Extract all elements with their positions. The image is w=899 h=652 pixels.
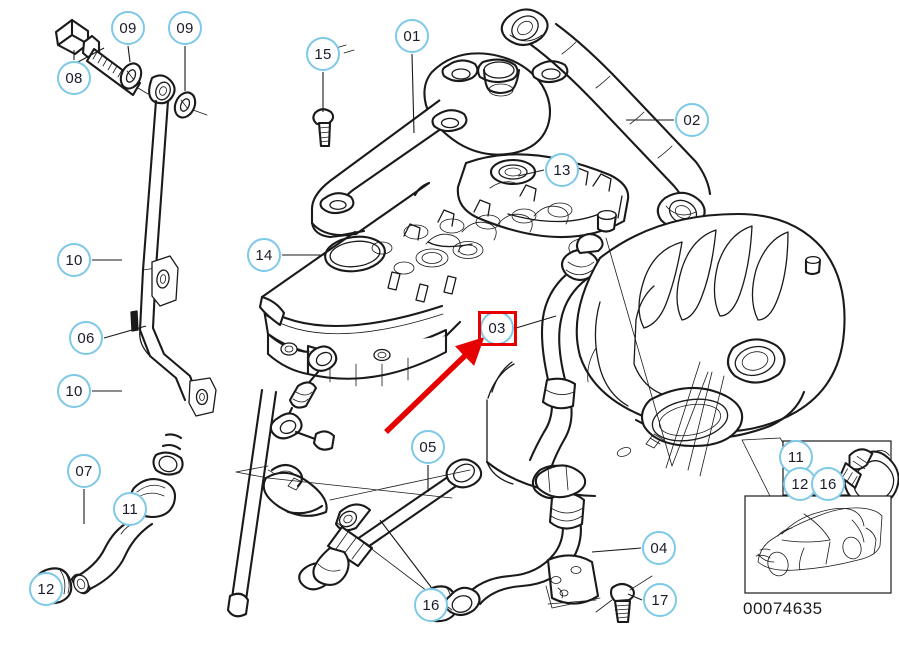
art-leader-lines bbox=[73, 45, 674, 601]
callout-01[interactable]: 01 bbox=[395, 19, 429, 53]
callout-07[interactable]: 07 bbox=[67, 454, 101, 488]
callout-15[interactable]: 15 bbox=[306, 37, 340, 71]
callout-14[interactable]: 14 bbox=[247, 238, 281, 272]
callout-16-b[interactable]: 16 bbox=[811, 467, 845, 501]
art-oring-14 bbox=[324, 235, 386, 273]
art-bolt-17 bbox=[595, 575, 653, 624]
part-number-label: 00074635 bbox=[743, 599, 823, 618]
art-breather-hose-02 bbox=[500, 8, 712, 231]
art-vent-pipe-06 bbox=[130, 74, 217, 476]
art-inset-vehicle-box bbox=[744, 495, 892, 594]
callout-05[interactable]: 05 bbox=[411, 430, 445, 464]
art-bolt-15 bbox=[312, 44, 355, 148]
callout-09-b[interactable]: 09 bbox=[168, 11, 202, 45]
callout-12-a[interactable]: 12 bbox=[29, 572, 63, 606]
callout-09-a[interactable]: 09 bbox=[111, 11, 145, 45]
art-dipstick-tube bbox=[226, 345, 338, 618]
callout-03-highlighted[interactable]: 03 bbox=[480, 311, 514, 345]
callout-11-a[interactable]: 11 bbox=[113, 492, 147, 526]
callout-16-a[interactable]: 16 bbox=[414, 588, 448, 622]
highlight-arrow bbox=[384, 337, 485, 434]
callout-04[interactable]: 04 bbox=[642, 531, 676, 565]
callout-13[interactable]: 13 bbox=[545, 153, 579, 187]
art-washer-09b bbox=[173, 91, 208, 119]
callout-08[interactable]: 08 bbox=[57, 61, 91, 95]
callout-17[interactable]: 17 bbox=[643, 583, 677, 617]
art-valve-cover-01 bbox=[258, 52, 569, 387]
callout-10-a[interactable]: 10 bbox=[57, 243, 91, 277]
art-intake-manifold bbox=[485, 209, 846, 498]
art-washer-09a bbox=[119, 62, 143, 90]
highlight-box-03 bbox=[478, 311, 517, 346]
callout-06[interactable]: 06 bbox=[69, 321, 103, 355]
callout-02[interactable]: 02 bbox=[675, 103, 709, 137]
art-sensor-body bbox=[312, 503, 374, 586]
callout-10-b[interactable]: 10 bbox=[57, 374, 91, 408]
